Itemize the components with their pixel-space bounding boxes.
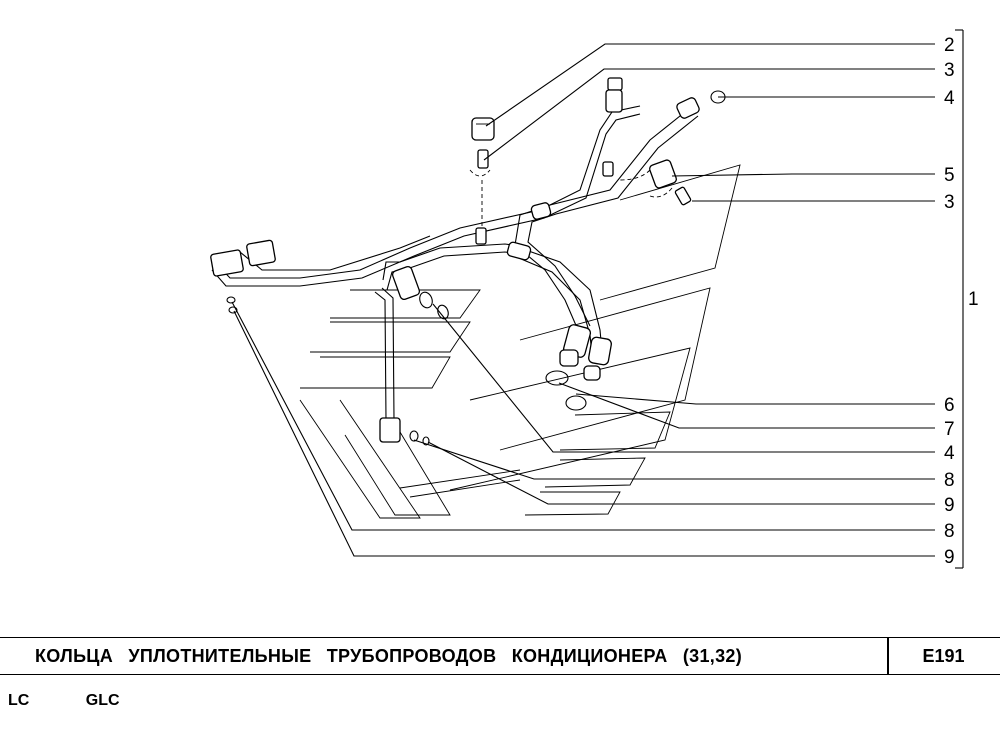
model-list: LC GLC (8, 692, 172, 710)
callout-number: 9 (944, 547, 955, 568)
callout-number: 4 (944, 443, 955, 464)
callout-leader-line (485, 43, 935, 127)
model-glc: GLC (85, 692, 120, 709)
callout-leader-line (432, 303, 935, 453)
callout-number: 8 (944, 521, 955, 542)
callout-leader-line (483, 68, 935, 161)
parts-diagram: 1 2 3 4 5 3 6 7 4 8 9 8 9 (210, 29, 979, 569)
pipe-evaporator (374, 287, 395, 421)
callout-leader-line (427, 441, 935, 505)
callout-number: 5 (944, 165, 955, 186)
callout-number: 8 (944, 470, 955, 491)
callout-number: 6 (944, 395, 955, 416)
callout-leader-line (233, 310, 935, 557)
model-lc: LC (8, 692, 30, 709)
callout-leader-line (413, 439, 935, 480)
callout-leader-line (231, 301, 935, 531)
hose-suction (513, 107, 699, 356)
title-divider (887, 638, 889, 674)
callout-leader-line (575, 393, 935, 405)
callout-number: 3 (944, 192, 955, 213)
title-bar: КОЛЬЦА УПЛОТНИТЕЛЬНЫЕ ТРУБОПРОВОДОВ КОНД… (0, 637, 1000, 675)
callout-number: 9 (944, 495, 955, 516)
page-title: КОЛЬЦА УПЛОТНИТЕЛЬНЫЕ ТРУБОПРОВОДОВ КОНД… (35, 646, 742, 666)
callout-group: 2 3 4 5 3 6 7 4 8 9 8 9 (231, 35, 955, 568)
callout-number: 4 (944, 88, 955, 109)
assembly-arrows (469, 169, 673, 226)
assembly-bracket (955, 29, 964, 569)
callout-number: 2 (944, 35, 955, 56)
diagram-code: E191 (922, 646, 965, 666)
callout-number: 7 (944, 419, 955, 440)
assembly-label: 1 (968, 289, 979, 310)
o-rings (226, 90, 726, 446)
callout-leader-line (558, 382, 935, 429)
pipe-liquid-line (211, 105, 641, 287)
callout-number: 3 (944, 60, 955, 81)
fittings (210, 77, 700, 443)
callout-leader-line (671, 173, 935, 177)
